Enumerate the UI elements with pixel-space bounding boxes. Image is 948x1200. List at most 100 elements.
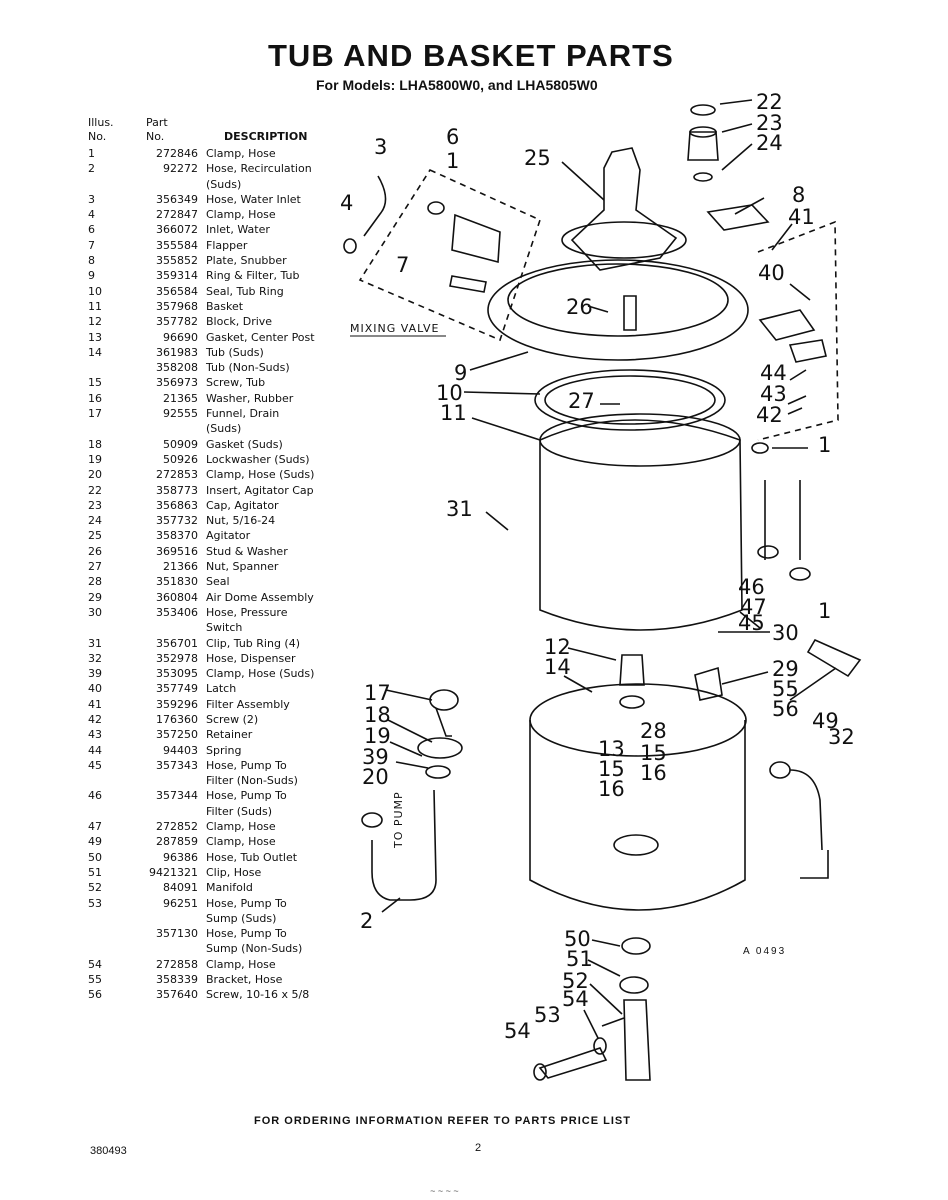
row-description: Funnel, Drain	[206, 407, 280, 421]
row-illus-no: 43	[88, 728, 102, 742]
parts-table-row: Switch	[88, 620, 348, 635]
callout-55: 55	[772, 677, 799, 701]
row-part-no: 357343	[156, 758, 198, 772]
callout-26: 26	[566, 295, 593, 319]
callout-22: 22	[756, 90, 783, 114]
tub-ring-seal-part	[534, 369, 726, 431]
row-description: Clip, Hose	[206, 865, 262, 879]
row-illus-no: 20	[88, 468, 102, 482]
to-pump-label: TO PUMP	[392, 791, 405, 849]
callout-32: 32	[828, 725, 855, 749]
row-illus-no: 25	[88, 529, 102, 543]
callout-16-a: 16	[640, 761, 667, 785]
row-illus-no: 42	[88, 712, 102, 726]
row-description: Clamp, Hose (Suds)	[206, 667, 315, 681]
row-part-no: 96386	[163, 850, 198, 864]
callout-47: 47	[740, 595, 767, 619]
row-illus-no: 56	[88, 988, 102, 1002]
row-description: Gasket (Suds)	[206, 437, 283, 451]
callout-20: 20	[362, 765, 389, 789]
page-title: TUB AND BASKET PARTS	[268, 38, 674, 73]
row-part-no: 92272	[163, 162, 198, 176]
row-description: Seal, Tub Ring	[206, 284, 284, 298]
row-illus-no: 11	[88, 299, 102, 313]
row-part-no: 272853	[156, 468, 198, 482]
row-description: (Suds)	[206, 177, 242, 191]
parts-table-row: Sump (Suds)	[88, 911, 348, 926]
row-description: Hose, Pump To	[206, 927, 287, 941]
row-description: Hose, Tub Outlet	[206, 850, 298, 864]
row-part-no: 50909	[163, 437, 198, 451]
recirculation-hose-part	[371, 789, 437, 901]
row-illus-no: 55	[88, 973, 102, 987]
row-description: Retainer	[206, 728, 253, 742]
row-description: Filter (Suds)	[206, 804, 272, 818]
row-description: Screw, Tub	[206, 376, 266, 390]
callout-41: 41	[788, 205, 815, 229]
row-description: Hose, Pump To	[206, 758, 287, 772]
callout-53: 53	[534, 1003, 561, 1027]
parts-table-header: Illus. No. Part No. DESCRIPTION	[88, 116, 348, 146]
row-illus-no: 24	[88, 514, 102, 528]
callout-19: 19	[364, 724, 391, 748]
callout-10: 10	[436, 381, 463, 405]
callout-42: 42	[756, 403, 783, 427]
row-illus-no: 53	[88, 896, 102, 910]
row-part-no: 96251	[163, 896, 198, 910]
callout-27: 27	[568, 389, 595, 413]
row-part-no: 358208	[156, 361, 198, 375]
row-part-no: 21366	[163, 560, 198, 574]
row-illus-no: 8	[88, 254, 95, 268]
callout-52: 52	[562, 969, 589, 993]
row-illus-no: 26	[88, 544, 102, 558]
row-part-no: 272846	[156, 147, 198, 160]
drive-block-part	[619, 654, 645, 686]
row-illus-no: 23	[88, 498, 102, 512]
tub-ring-part	[487, 259, 749, 361]
row-part-no: 353406	[156, 605, 198, 619]
row-description: (Suds)	[206, 422, 242, 436]
row-illus-no: 31	[88, 636, 102, 650]
row-part-no: 272858	[156, 957, 198, 971]
callout-9: 9	[454, 361, 467, 385]
callout-46: 46	[738, 575, 765, 599]
row-illus-no: 29	[88, 590, 102, 604]
row-illus-no: 13	[88, 330, 102, 344]
row-part-no: 356349	[156, 192, 198, 206]
agitator-cap-insert-part	[690, 104, 716, 116]
row-part-no: 9421321	[149, 865, 198, 879]
row-illus-no: 2	[88, 162, 95, 176]
row-part-no: 358339	[156, 973, 198, 987]
basket-part	[539, 419, 743, 631]
agitator-nut-part	[693, 172, 713, 182]
mixing-valve-outline	[358, 168, 541, 342]
callout-11: 11	[440, 401, 467, 425]
callout-39: 39	[362, 745, 389, 769]
row-description: Latch	[206, 682, 237, 696]
row-part-no: 272852	[156, 820, 198, 834]
row-illus-no: 49	[88, 835, 102, 849]
row-description: Nut, Spanner	[206, 560, 279, 574]
row-part-no: 21365	[163, 391, 198, 405]
row-illus-no: 47	[88, 820, 102, 834]
callout-1-c: 1	[446, 149, 459, 173]
row-description: Hose, Pump To	[206, 789, 287, 803]
callout-23: 23	[756, 111, 783, 135]
callout-1-b: 1	[818, 599, 831, 623]
row-description: Ring & Filter, Tub	[206, 269, 300, 283]
callout-43: 43	[760, 382, 787, 406]
row-description: Seal	[206, 575, 230, 589]
